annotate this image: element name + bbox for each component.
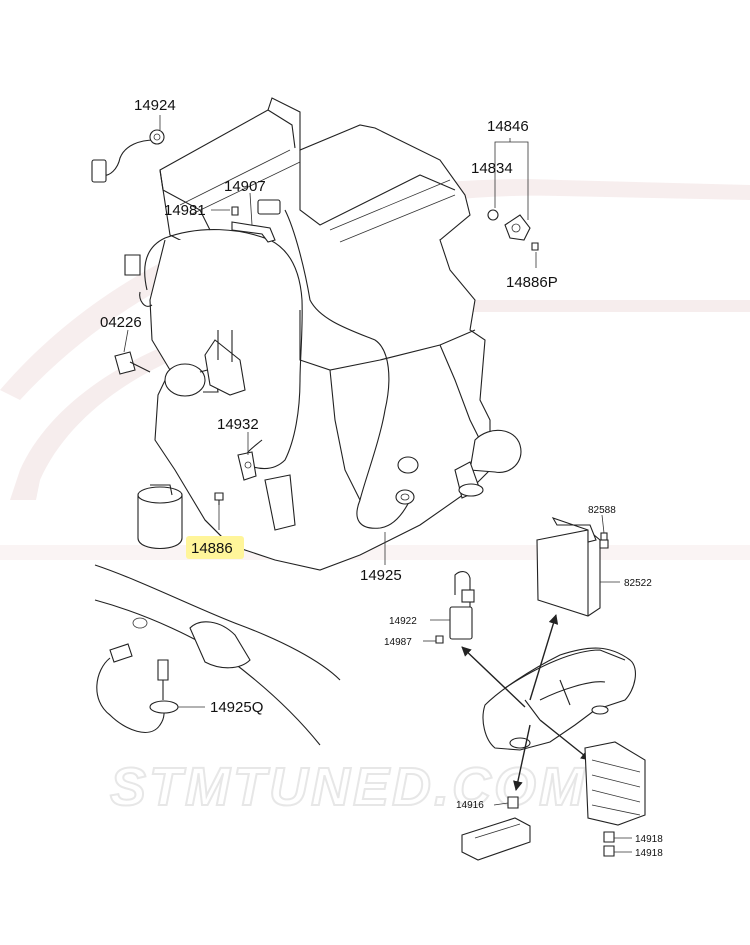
part-14922: [435, 571, 475, 644]
label-14834: 14834: [471, 160, 513, 177]
label-14925Q: 14925Q: [210, 699, 263, 716]
part-14924: [91, 129, 165, 183]
part-14846: [487, 209, 539, 251]
part-number-labels: 14924 14846 14834 14907 14981 14886P 042…: [100, 97, 663, 859]
part-14932: [237, 451, 257, 481]
label-14886P: 14886P: [506, 274, 558, 291]
exhaust-pipe: [94, 564, 341, 746]
label-82522: 82522: [624, 578, 652, 589]
label-14925: 14925: [360, 567, 402, 584]
ecu-82522: [536, 517, 609, 617]
leader-lines: [123, 115, 632, 853]
label-14922: 14922: [389, 616, 417, 627]
pointer-arrows: [461, 614, 591, 791]
label-14907: 14907: [224, 178, 266, 195]
oring-14834: [487, 209, 499, 221]
part-14916: [461, 796, 531, 861]
engine-block: [137, 97, 522, 571]
connector-14924: [91, 159, 107, 183]
relay-14918-b: [603, 845, 615, 857]
part-04226: [114, 254, 151, 375]
relay-14918-a: [603, 831, 615, 843]
label-14981: 14981: [164, 202, 206, 219]
part-14907: [231, 199, 281, 243]
label-14987: 14987: [384, 637, 412, 648]
highlight-14886: [186, 536, 244, 559]
label-14918-b: 14918: [635, 848, 663, 859]
label-14918-a: 14918: [635, 834, 663, 845]
label-14924: 14924: [134, 97, 176, 114]
part-14925Q: [96, 643, 179, 733]
part-14925: [395, 489, 415, 505]
label-14916: 14916: [456, 800, 484, 811]
label-82588: 82588: [588, 505, 616, 516]
relay-box: [584, 741, 646, 857]
part-14886: [214, 492, 224, 505]
label-14932: 14932: [217, 416, 259, 433]
label-14886: 14886: [191, 540, 233, 557]
label-04226: 04226: [100, 314, 142, 331]
car-illustration: [482, 647, 636, 751]
label-14846: 14846: [487, 118, 529, 135]
watermark-text: STMTUNED.COM: [110, 757, 587, 817]
